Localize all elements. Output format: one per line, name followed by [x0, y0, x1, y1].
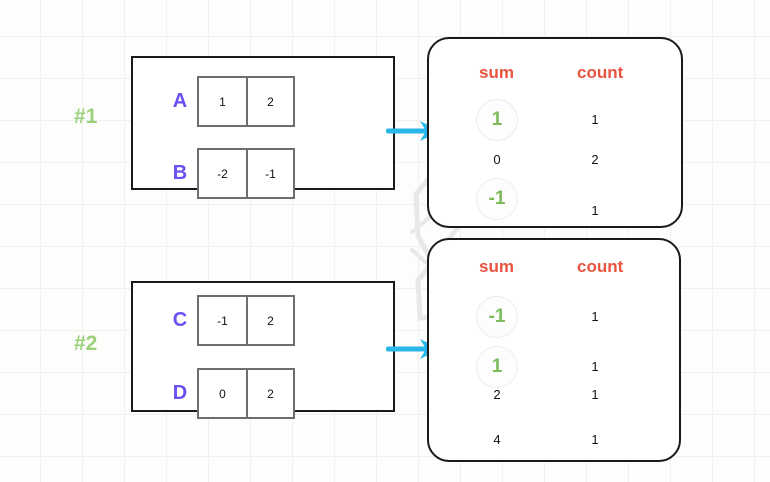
- input-row-d: D 0 2: [163, 368, 295, 419]
- connector-line-minusone-b: [415, 278, 423, 321]
- aggregate-row: 2 1: [429, 380, 679, 410]
- aggregate-count-value: 1: [591, 203, 599, 218]
- aggregate-header-count-1: count: [577, 63, 624, 82]
- aggregate-count-value: 1: [591, 112, 599, 127]
- cell-c-1: 2: [246, 297, 293, 344]
- aggregate-sum-value: 1: [491, 356, 503, 377]
- aggregate-header-sum-2: sum: [479, 257, 514, 276]
- input-row-c: C -1 2: [163, 295, 295, 346]
- cell-a-0: 1: [199, 78, 246, 125]
- aggregate-row: 4 1: [429, 425, 679, 455]
- input-panel-group-2: C -1 2 D 0 2: [131, 281, 395, 419]
- highlight-circle-icon: [476, 178, 518, 220]
- row-letter-a: A: [172, 90, 188, 112]
- aggregate-row: 1 1: [429, 346, 679, 388]
- aggregate-panel-group-1: sum count 1 1 0 2 -1 1: [427, 37, 683, 228]
- value-pair-d: 0 2: [197, 368, 295, 419]
- aggregate-sum-value: -1: [488, 188, 506, 209]
- cell-d-1: 2: [246, 370, 293, 417]
- highlight-circle-icon: [476, 346, 518, 388]
- group-label-1: #1: [74, 105, 98, 128]
- row-letter-c: C: [172, 309, 188, 331]
- cell-c-0: -1: [199, 297, 246, 344]
- aggregate-sum-value: 1: [491, 109, 503, 130]
- aggregate-sum-value: 0: [493, 152, 501, 167]
- cell-b-0: -2: [199, 150, 246, 197]
- input-row-a: A 1 2: [163, 76, 295, 127]
- aggregate-sum-value: 2: [493, 387, 501, 402]
- aggregate-header-sum-1: sum: [479, 63, 514, 82]
- row-letter-d: D: [172, 382, 188, 404]
- aggregate-count-value: 1: [591, 432, 599, 447]
- aggregate-row: 0 2: [429, 145, 681, 175]
- connector-line-one-b: [413, 191, 421, 239]
- aggregate-count-value: 1: [591, 387, 599, 402]
- aggregate-row: -1 1: [429, 296, 679, 338]
- cell-d-0: 0: [199, 370, 246, 417]
- input-panel-group-1: A 1 2 B -2 -1: [131, 56, 395, 199]
- highlight-circle-icon: [476, 296, 518, 338]
- aggregate-sum-value: 4: [493, 432, 501, 447]
- aggregate-row: -1 1: [429, 178, 681, 220]
- value-pair-b: -2 -1: [197, 148, 295, 199]
- value-pair-a: 1 2: [197, 76, 295, 127]
- aggregate-count-value: 1: [591, 359, 599, 374]
- highlight-circle-icon: [476, 99, 518, 141]
- aggregate-count-value: 2: [591, 152, 599, 167]
- cell-a-1: 2: [246, 78, 293, 125]
- aggregate-sum-value: -1: [488, 306, 506, 327]
- cell-b-1: -1: [246, 150, 293, 197]
- aggregate-panel-group-2: sum count -1 1 1 1 2 1 4 1: [427, 238, 681, 462]
- group-label-2: #2: [74, 332, 98, 355]
- value-pair-c: -1 2: [197, 295, 295, 346]
- aggregate-count-value: 1: [591, 309, 599, 324]
- row-letter-b: B: [172, 162, 188, 184]
- input-row-b: B -2 -1: [163, 148, 295, 199]
- aggregate-header-count-2: count: [577, 257, 624, 276]
- aggregate-row: 1 1: [429, 99, 681, 141]
